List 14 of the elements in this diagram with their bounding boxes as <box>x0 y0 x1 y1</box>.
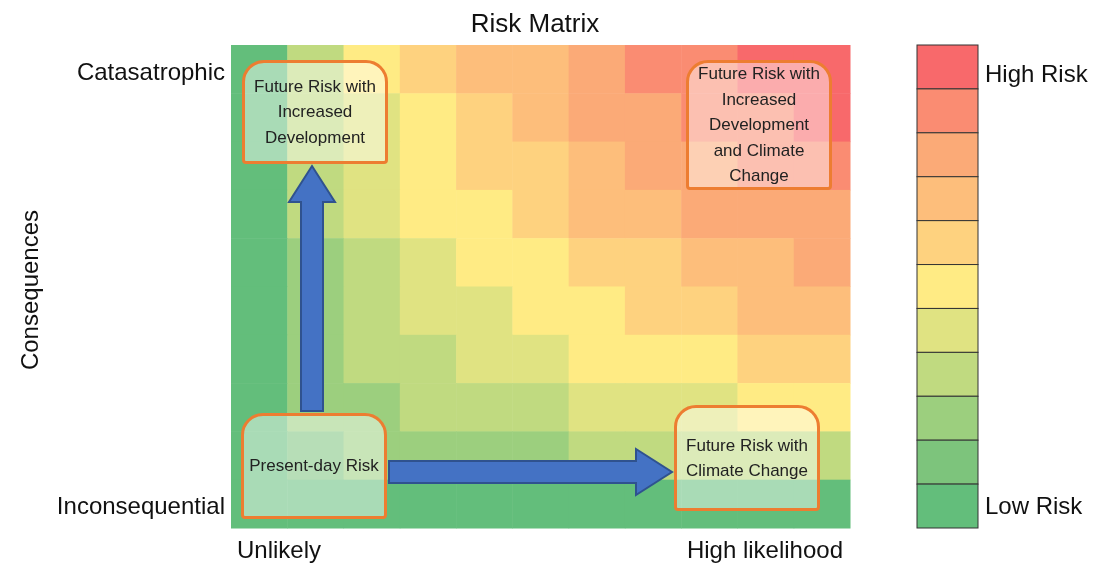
axis-label: High likelihood <box>686 536 843 564</box>
risk-box: Present-day Risk <box>241 413 387 519</box>
axis-label: Catasatrophic <box>76 58 225 86</box>
legend-label: High Risk <box>985 60 1088 88</box>
risk-box: Future Risk with Increased Development and Climate Change <box>686 60 832 190</box>
axis-label: Unlikely <box>237 536 322 564</box>
risk-box: Future Risk with Climate Change <box>674 405 820 511</box>
risk-box: Future Risk with Increased Development <box>242 60 388 164</box>
chart-title: Risk Matrix <box>470 8 600 39</box>
legend-label: Low Risk <box>985 492 1083 520</box>
block-arrow <box>388 447 674 497</box>
axis-label: Inconsequential <box>56 492 225 520</box>
block-arrow <box>287 164 337 412</box>
axis-title: Consequences <box>16 209 44 371</box>
